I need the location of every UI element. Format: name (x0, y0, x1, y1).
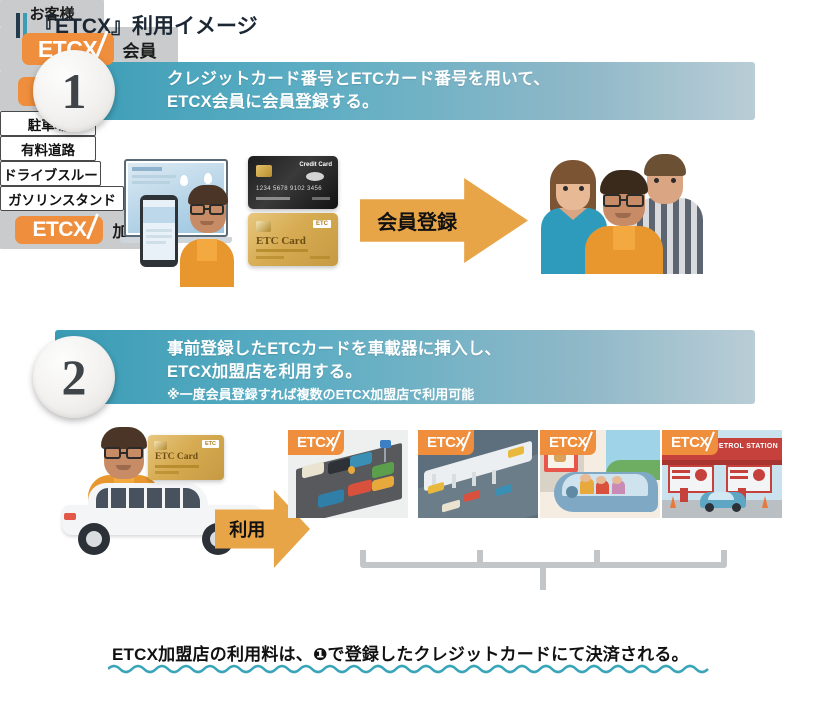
step-2-line-1: 事前登録したETCカードを車載器に挿入し、 (167, 340, 502, 358)
step-2-banner: 事前登録したETCカードを車載器に挿入し、 ETCX加盟店を利用する。 ※一度会… (55, 330, 755, 404)
venue-label-drivethrough: ドライブスルー (0, 161, 101, 186)
scene-badge-text-drivethrough: ETCX (548, 434, 588, 451)
customer-devices-illustration (118, 155, 234, 290)
connector-stem-tollroad (477, 550, 483, 564)
venue-label-tollroad: 有料道路 (0, 136, 96, 161)
register-arrow: 会員登録 (360, 178, 528, 263)
scene-badge-drivethrough: ETCX (540, 430, 596, 455)
etcx-logo-text-merchant: ETCX (32, 218, 87, 241)
page-title-text: 『ETCX』利用イメージ (34, 15, 258, 38)
step-1-line-1: クレジットカード番号とETCカード番号を用いて、 (167, 70, 550, 88)
etc-card-step1: ETC ETC Card (248, 213, 338, 266)
register-arrow-label: 会員登録 (377, 212, 458, 234)
member-label-step1: 会員 (122, 41, 157, 61)
etc-card-step2: ETC ETC Card (148, 435, 224, 480)
caption-underline-wave (108, 664, 709, 674)
connector-stem-drivethrough (594, 550, 600, 564)
title-accent-bar-dark (16, 12, 20, 38)
venue-scene-parking: ETCX (288, 430, 408, 518)
connector-stem-petrol (721, 550, 727, 564)
title-accent-bar-teal (23, 12, 27, 38)
page-title: 『ETCX』利用イメージ (16, 10, 258, 40)
venue-scene-tollgate: ETCX (418, 430, 538, 518)
credit-card-brand: Credit Card (299, 162, 332, 168)
venue-label-petrolstation: ガソリンスタンド (0, 186, 124, 211)
etcx-logo-slash-merchant (86, 213, 100, 240)
etc-card-badge-step2: ETC (202, 440, 219, 448)
etcx-logo-merchant: ETCX (15, 213, 104, 244)
step-1-banner: クレジットカード番号とETCカード番号を用いて、 ETCX会員に会員登録する。 (55, 62, 755, 120)
etc-card-brand-step1: ETC Card (256, 235, 306, 247)
step-1-text: クレジットカード番号とETCカード番号を用いて、 ETCX会員に会員登録する。 (167, 68, 550, 114)
venue-scene-petrol: PETROL STATION ETCX (662, 430, 782, 518)
connector-stem-parking (360, 550, 366, 564)
step-2-line-2: ETCX加盟店を利用する。 (167, 363, 363, 381)
use-arrow-label: 利用 (229, 520, 266, 540)
connector-stem-merchant (540, 562, 546, 590)
scene-badge-parking: ETCX (288, 430, 344, 455)
step-1-line-2: ETCX会員に会員登録する。 (167, 93, 379, 111)
step-2-number: 2 (33, 336, 115, 418)
scene-badge-petrol: ETCX (662, 430, 718, 455)
credit-card-number: 1234 5678 9102 3456 (256, 186, 322, 192)
step-2-note: ※一度会員登録すれば複数のETCX加盟店で利用可能 (167, 387, 475, 402)
scene-badge-text-petrol: ETCX (670, 434, 710, 451)
scene-badge-tollgate: ETCX (418, 430, 474, 455)
footer-caption: ETCX加盟店の利用料は、❶で登録したクレジットカードにて決済される。 (112, 645, 689, 664)
etc-card-badge-step1: ETC (313, 220, 331, 228)
credit-card: Credit Card 1234 5678 9102 3456 (248, 156, 338, 209)
etc-card-brand-step2: ETC Card (155, 452, 199, 462)
venue-scene-drivethrough: ETCX (540, 430, 660, 518)
members-illustration (533, 142, 713, 274)
scene-badge-text-tollgate: ETCX (426, 434, 466, 451)
step-1-number: 1 (33, 50, 115, 132)
scene-badge-text-parking: ETCX (296, 434, 336, 451)
step-2-text: 事前登録したETCカードを車載器に挿入し、 ETCX加盟店を利用する。 ※一度会… (167, 338, 501, 404)
petrol-station-sign: PETROL STATION (713, 443, 778, 450)
